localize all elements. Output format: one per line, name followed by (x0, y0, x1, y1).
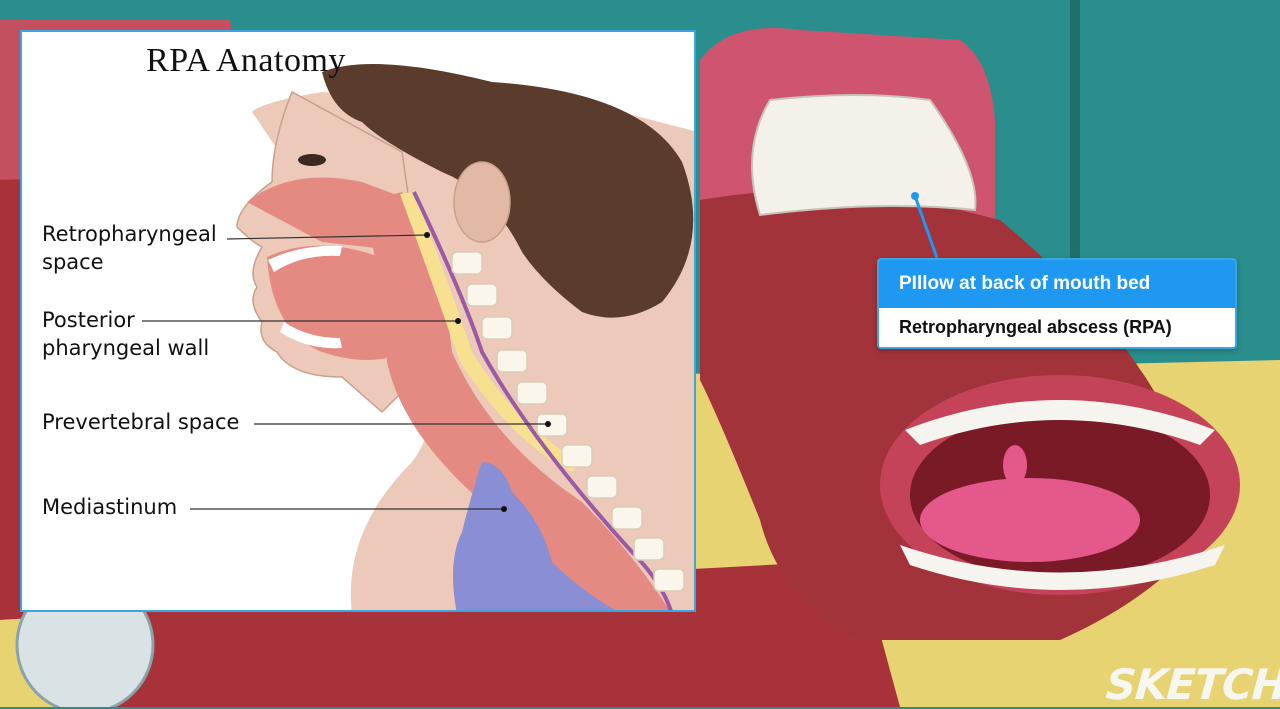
label-mediastinum: Mediastinum (42, 495, 178, 519)
label-retropharyngeal-space: Retropharyngeal space (42, 220, 217, 276)
anatomy-panel: RPA Anatomy Retropharyngeal space Poster… (20, 30, 696, 612)
label-posterior-pharyngeal-wall: Posterior pharyngeal wall (42, 306, 209, 362)
anatomy-illustration (142, 64, 694, 610)
label-posterior-line1: Posterior (42, 308, 135, 332)
label-prevertebral-space: Prevertebral space (42, 410, 240, 434)
callout-mnemonic: PIllow at back of mouth bed (879, 260, 1235, 308)
callout-meaning: Retropharyngeal abscess (RPA) (899, 317, 1172, 337)
label-retropharyngeal-line1: Retropharyngeal (42, 222, 217, 246)
sketchy-logo: SKETCHY (1104, 660, 1280, 709)
label-posterior-line2: pharyngeal wall (42, 336, 210, 360)
label-retropharyngeal-line2: space (42, 250, 104, 274)
mnemonic-callout[interactable]: PIllow at back of mouth bed Retropharyng… (877, 258, 1237, 349)
